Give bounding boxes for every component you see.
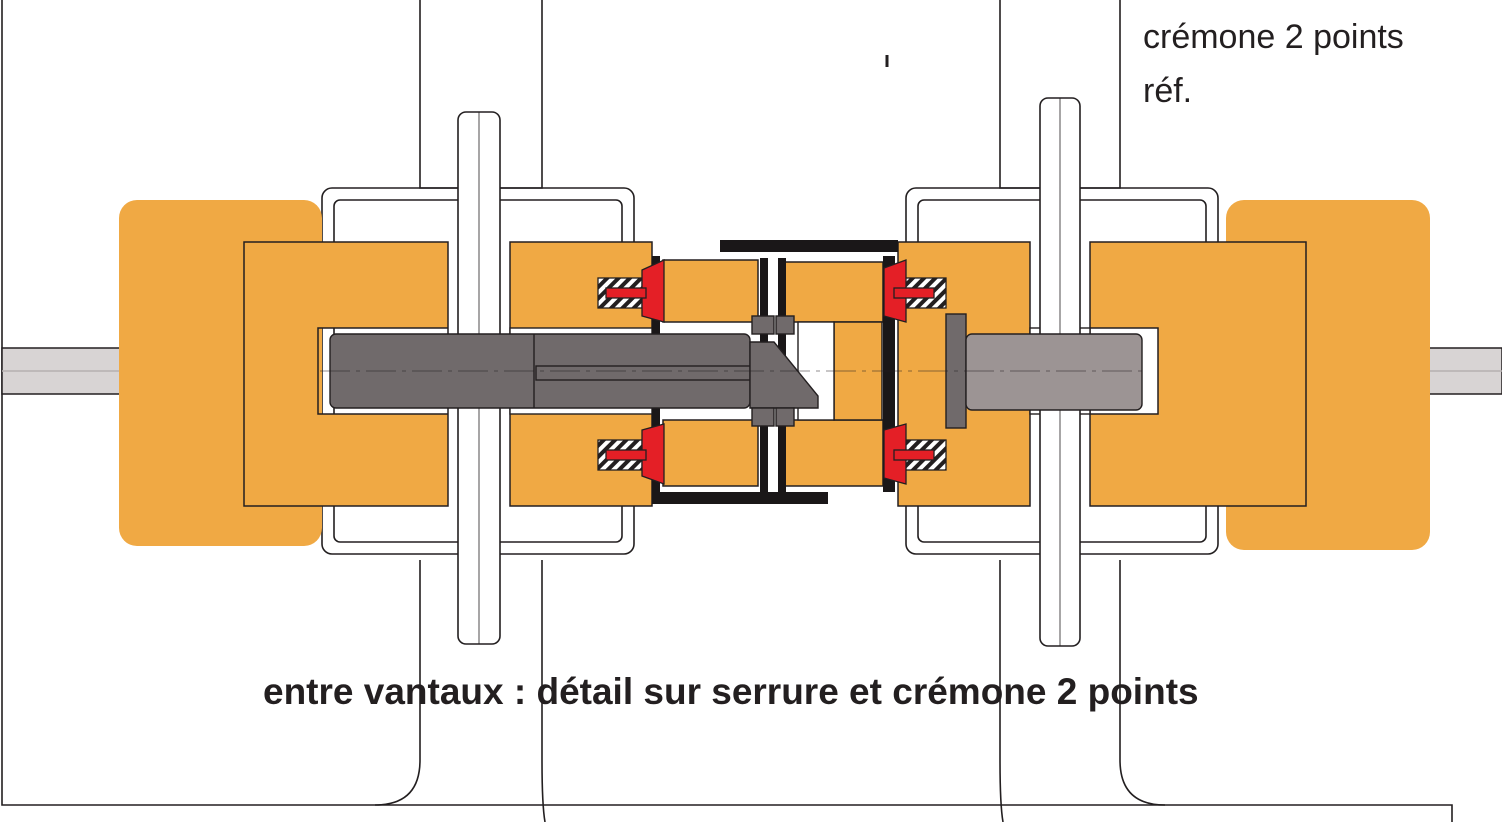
wood-blocks [119,200,1430,550]
reference-label-line-1: crémone 2 points [1143,18,1404,56]
seals-right [883,259,947,485]
diagram-caption: entre vantaux : détail sur serrure et cr… [263,671,1199,712]
frame-outlines [1,0,1453,822]
reference-label-line-2: réf. [1143,72,1192,110]
seals-left [597,258,665,485]
